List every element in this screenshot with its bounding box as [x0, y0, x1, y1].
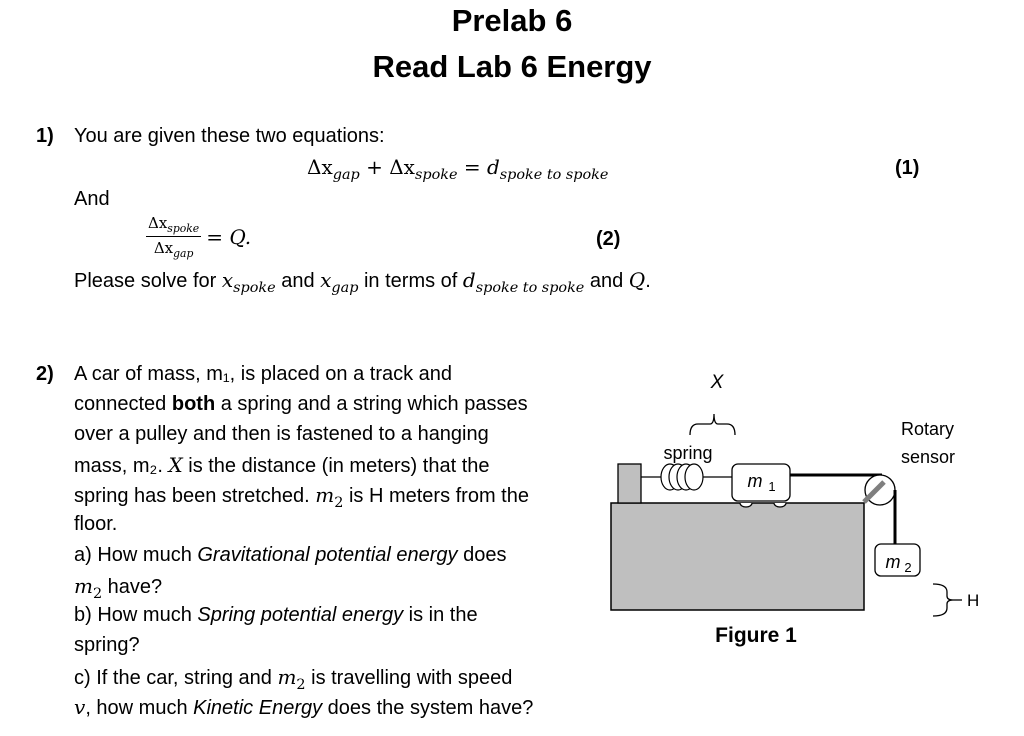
q2b-line-2: spring? [74, 634, 140, 656]
svg-text:m: m [886, 552, 901, 572]
pulley [864, 474, 896, 506]
hanging-mass-m2 [874, 543, 921, 577]
x-label: X [710, 372, 725, 393]
q1-intro: You are given these two equations: [74, 125, 385, 147]
figure-1-diagram: X spring m 1 m 2 Rotary sensor H Figure … [610, 372, 979, 647]
h-brace [932, 583, 954, 617]
q2b-line-1: b) How much Spring potential energy is i… [74, 604, 478, 626]
q2c-line-1: c) If the car, string and m2 is travelli… [74, 665, 513, 694]
equation-2: Δxspoke Δxgap = Q. [146, 214, 252, 260]
q1-number: 1) [36, 125, 54, 147]
q2-line-4: mass, m₂. X is the distance (in meters) … [74, 453, 490, 477]
svg-text:2: 2 [904, 560, 911, 575]
equation-1-label: (1) [895, 157, 920, 179]
q2-number: 2) [36, 363, 54, 385]
q1-solve-instruction: Please solve for xspoke and xgap in term… [74, 268, 651, 297]
car-m1 [731, 463, 791, 502]
q2a-line-1: a) How much Gravitational potential ener… [74, 544, 507, 566]
q1-and: And [74, 188, 110, 210]
table-block [610, 502, 865, 611]
equation-2-label: (2) [596, 228, 621, 250]
rotary-label: Rotary [901, 419, 954, 439]
rotary-sensor-arm [862, 480, 886, 504]
x-brace [689, 413, 736, 436]
equation-1: Δxgap + Δxspoke = dspoke to spoke [307, 155, 609, 184]
svg-text:m: m [748, 471, 763, 491]
q2c-line-2: v, how much Kinetic Energy does the syst… [74, 695, 534, 719]
spring-coils [660, 463, 704, 491]
h-label: H [967, 591, 979, 610]
sensor-label: sensor [901, 447, 955, 467]
wall-post [617, 463, 642, 504]
q2-line-3: over a pulley and then is fastened to a … [74, 423, 489, 445]
q2-line-6: floor. [74, 513, 118, 535]
page-subtitle: Read Lab 6 Energy [372, 49, 652, 84]
q2-line-2: connected both a spring and a string whi… [74, 393, 528, 415]
q2-line-5: spring has been stretched. m2 is H meter… [74, 483, 529, 512]
q2a-line-2: m2 have? [74, 574, 163, 603]
figure-caption: Figure 1 [715, 624, 797, 647]
spring-label: spring [663, 443, 712, 463]
page-title: Prelab 6 [451, 3, 573, 38]
svg-text:1: 1 [768, 479, 775, 494]
q2-line-1: A car of mass, m₁, is placed on a track … [74, 363, 453, 385]
